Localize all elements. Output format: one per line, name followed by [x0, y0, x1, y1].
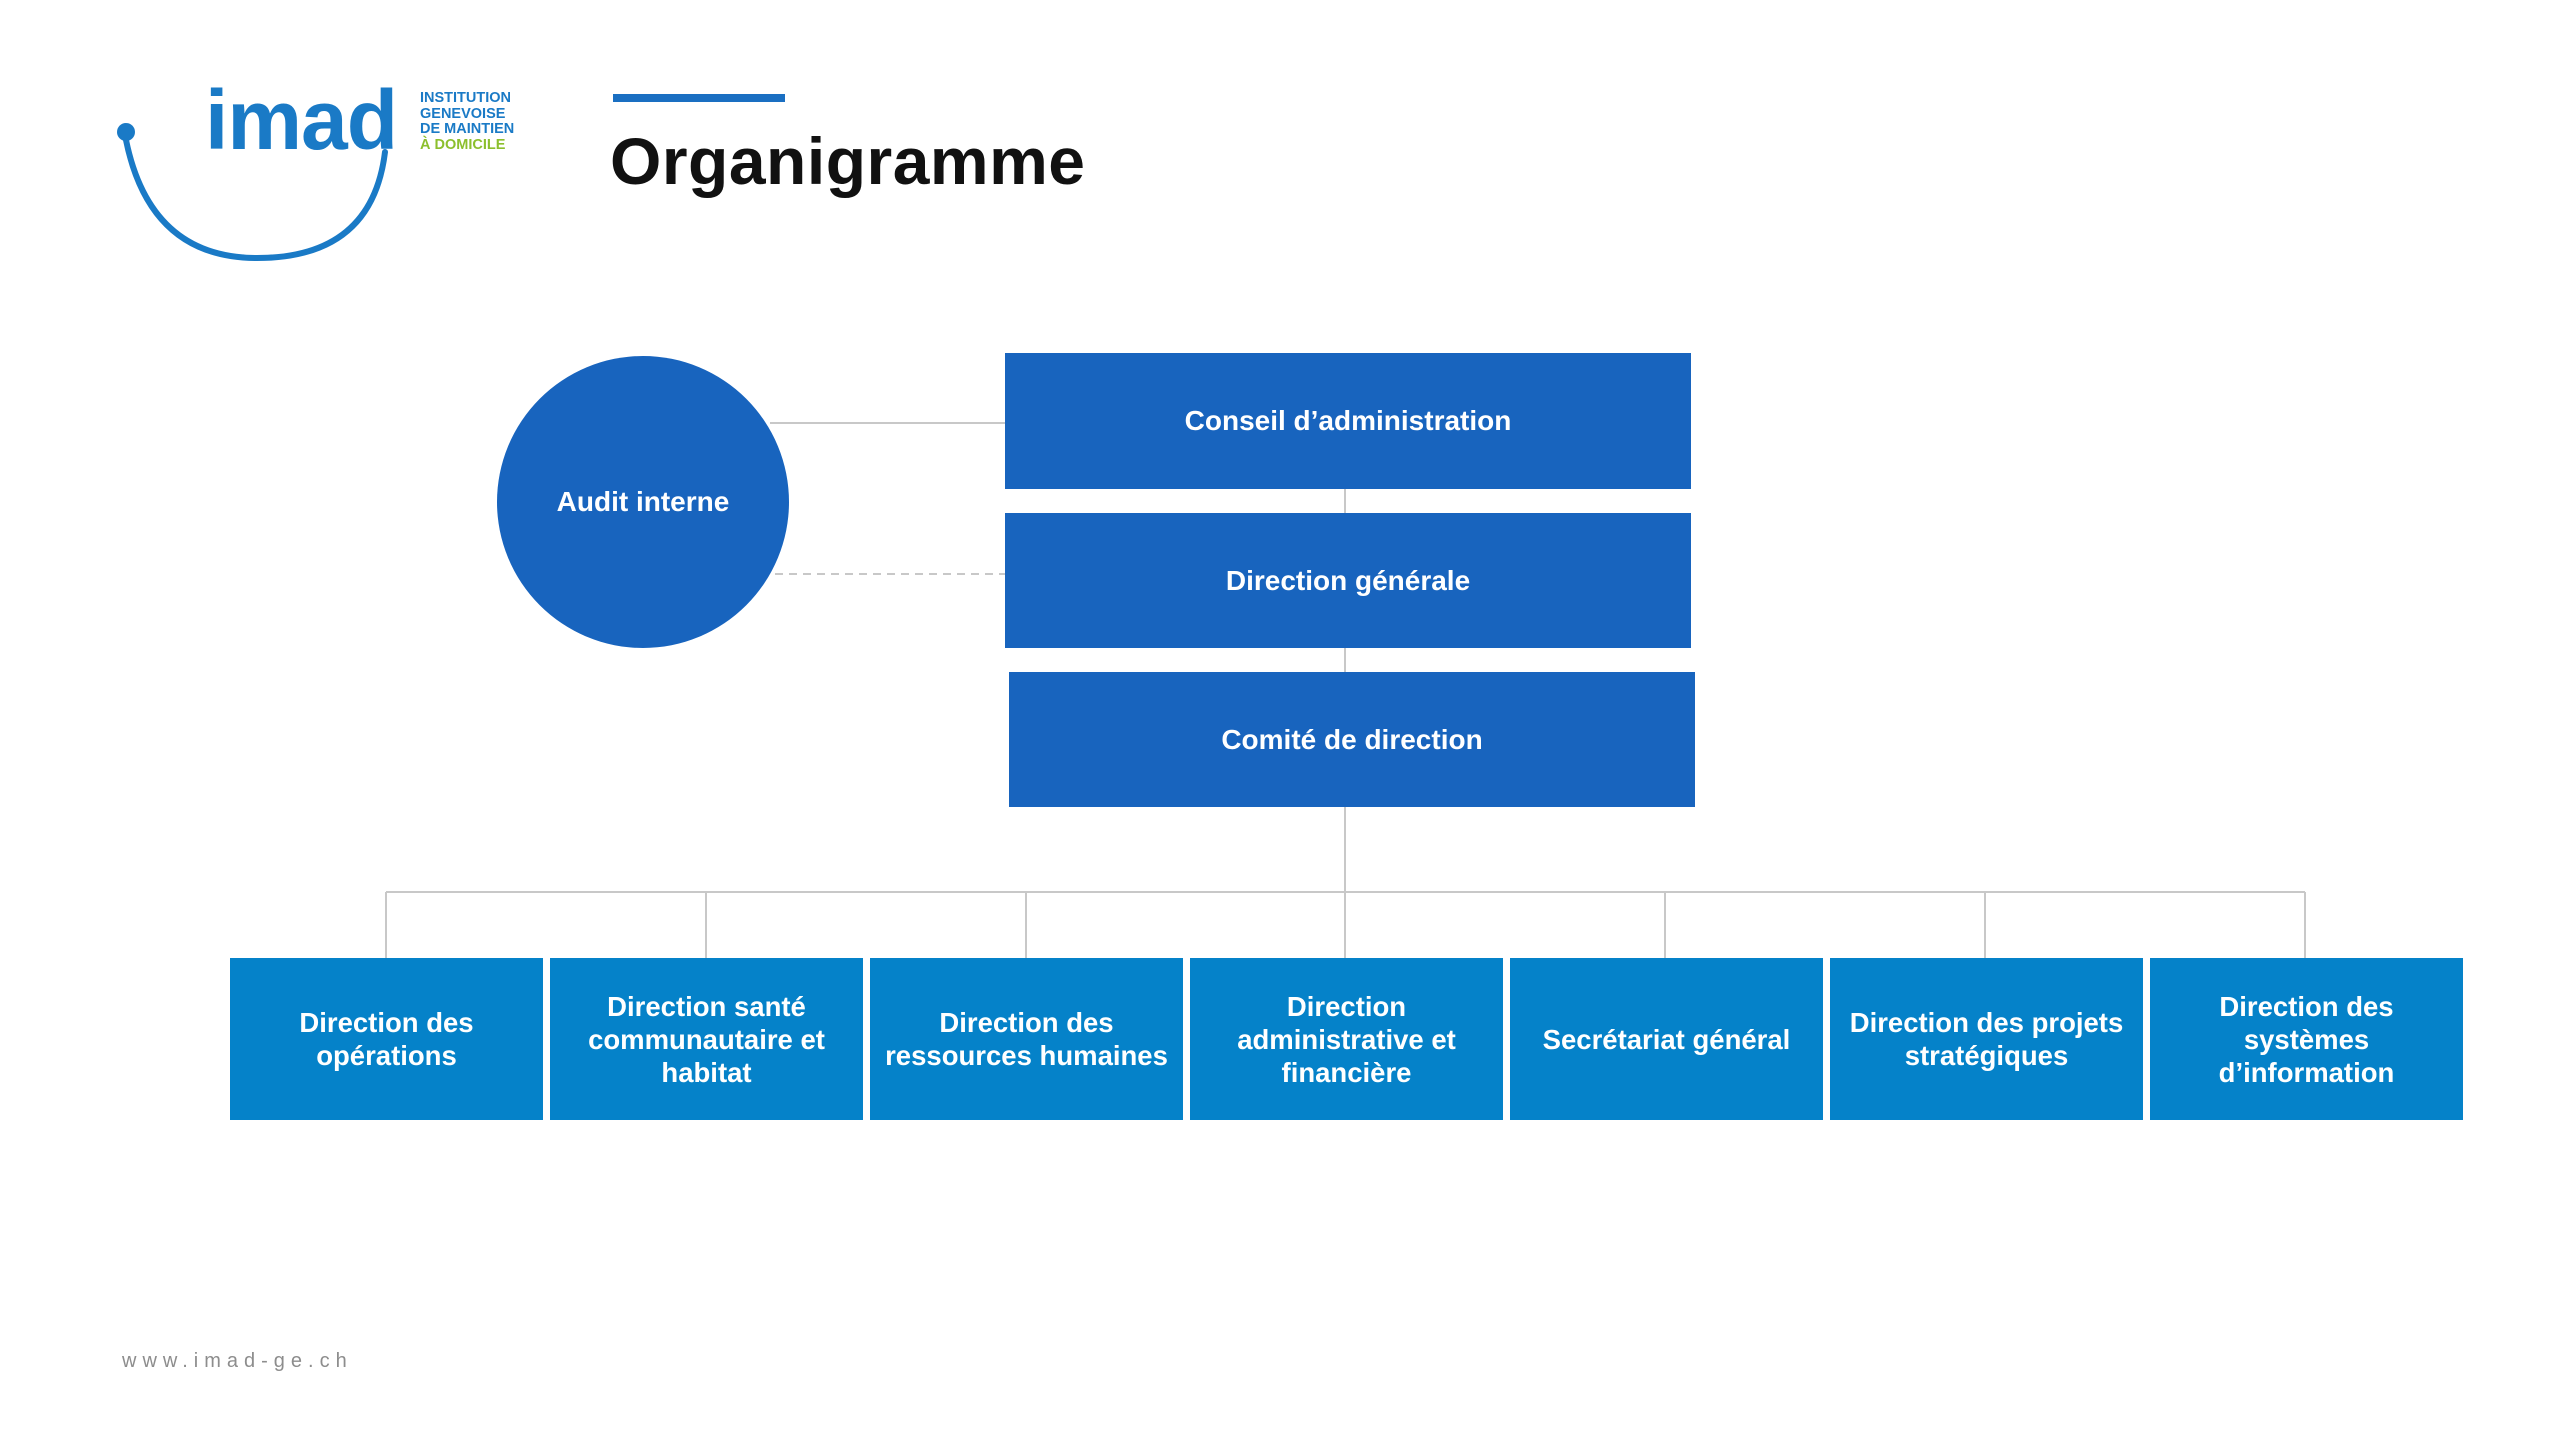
node-direction-sante-communautaire: Direction santé communautaire et habitat	[550, 958, 863, 1120]
footer-url: www.imad-ge.ch	[122, 1350, 353, 1372]
page-title: Organigramme	[610, 124, 1086, 198]
logo-wordmark: imad	[205, 73, 398, 167]
node-direction-generale: Direction générale	[1005, 513, 1691, 648]
node-secretariat-general: Secrétariat général	[1510, 958, 1823, 1120]
node-direction-ressources-humaines: Direction des ressources humaines	[870, 958, 1183, 1120]
node-direction-systemes-information: Direction des systèmes d’information	[2150, 958, 2463, 1120]
node-direction-administrative-financiere: Direction administrative et financière	[1190, 958, 1503, 1120]
title-accent-bar	[613, 94, 785, 102]
logo-subtitle-line: GENEVOISE	[420, 105, 506, 122]
logo-subtitle: INSTITUTION GENEVOISE DE MAINTIEN À DOMI…	[420, 90, 515, 153]
node-conseil-administration: Conseil d’administration	[1005, 353, 1691, 489]
node-audit-interne: Audit interne	[497, 356, 789, 648]
logo-subtitle-line: INSTITUTION	[420, 90, 512, 106]
logo-subtitle-line: DE MAINTIEN	[420, 121, 515, 137]
logo-subtitle-line: À DOMICILE	[420, 136, 506, 153]
node-comite-direction: Comité de direction	[1009, 672, 1695, 807]
node-direction-projets-strategiques: Direction des projets stratégiques	[1830, 958, 2143, 1120]
node-direction-operations: Direction des opérations	[230, 958, 543, 1120]
logo-arc-icon	[117, 123, 388, 262]
